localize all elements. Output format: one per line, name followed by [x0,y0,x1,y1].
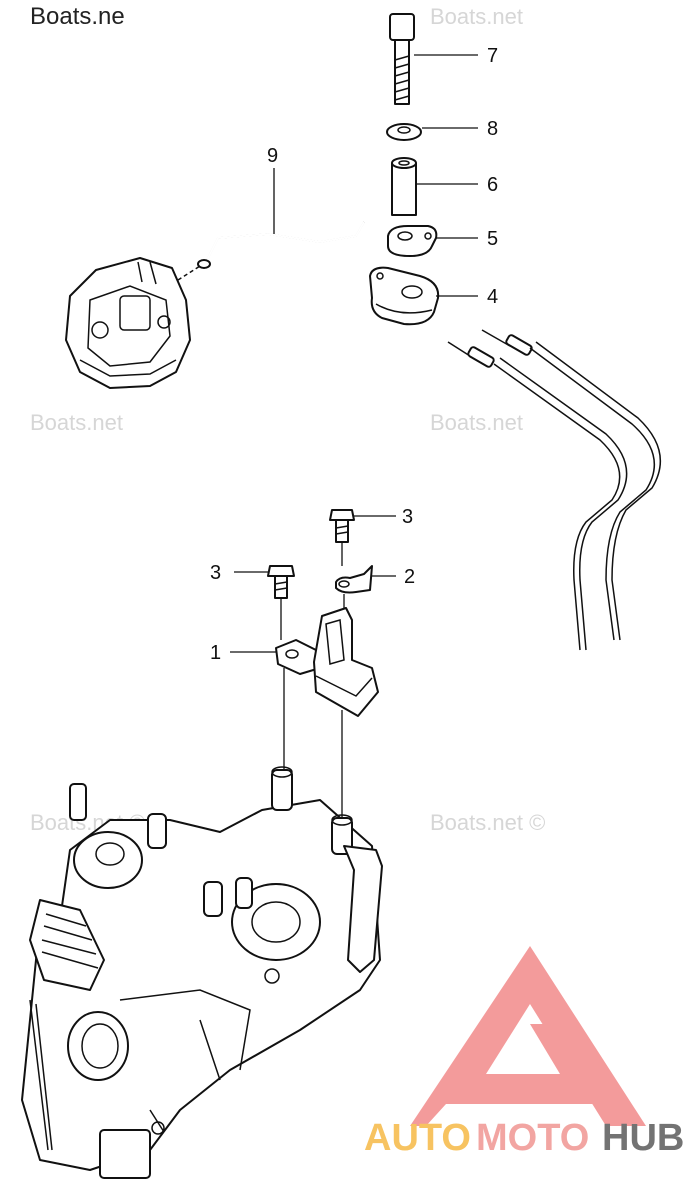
callout-8: 8 [487,118,498,140]
link-rod-part-9 [197,221,365,269]
bolt-part-3-lower [267,565,295,599]
logo-text-auto: AUTO [364,1117,471,1159]
callout-6: 6 [487,174,498,196]
watermark: Boats.net [30,410,123,435]
callout-3-lower: 3 [210,562,221,584]
cable-clamp-part-2 [335,565,373,594]
cam-part-5 [387,225,438,257]
watermark: Boats.net [430,4,523,29]
washer-part-8 [386,123,422,141]
watermark: Boats.net © [430,810,545,835]
watermark: Boats.net [430,410,523,435]
collar-part-6 [391,157,417,216]
watermark-top-left: Boats.ne [30,3,125,30]
throttle-cables [447,329,662,651]
carburetor [65,257,201,389]
callout-5: 5 [487,228,498,250]
intake-manifold [21,766,383,1179]
bolt-part-3-upper [329,509,355,543]
bolt-part-7 [389,13,415,105]
logo-text-hub: HUB [602,1117,684,1159]
throttle-lever-part-4 [369,266,440,326]
logo-text-moto: MOTO [476,1117,589,1159]
automotohub-logo: AUTO MOTO HUB [364,946,684,1159]
callout-7: 7 [487,45,498,67]
logo-triangle-icon [410,946,646,1126]
callout-3-upper: 3 [402,506,413,528]
callout-4: 4 [487,286,498,308]
callout-2: 2 [404,566,415,588]
callout-1: 1 [210,642,221,664]
bracket-part-1 [275,607,379,717]
callout-9: 9 [267,145,278,167]
